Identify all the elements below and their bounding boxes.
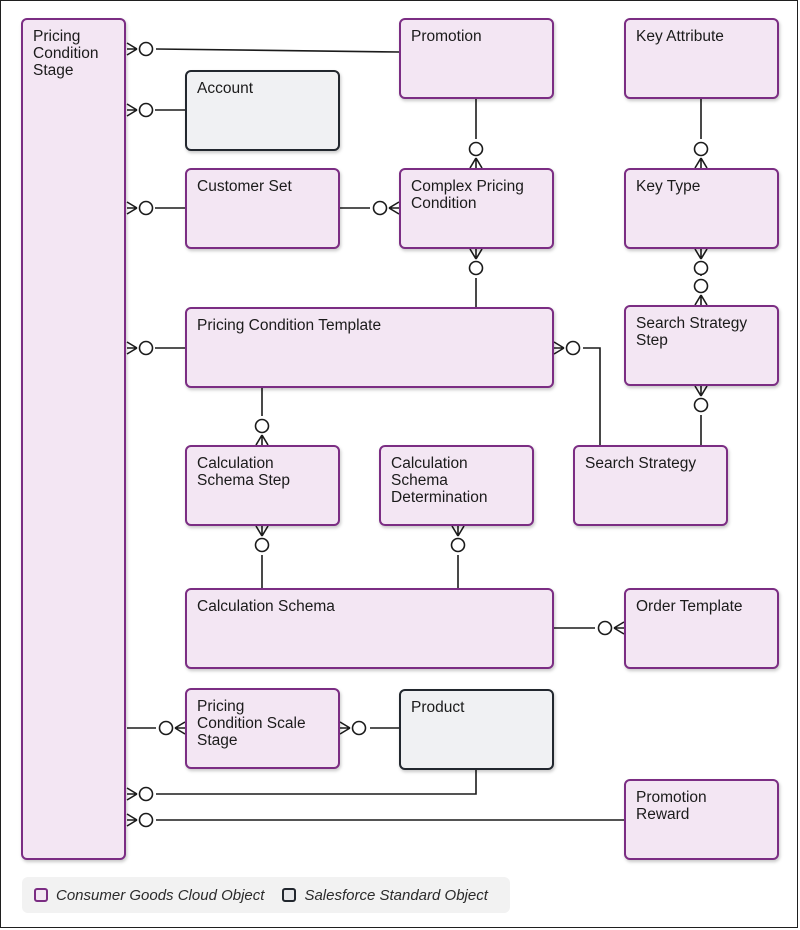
line-promotion-stage [155,48,400,53]
entity-pricing-condition-template[interactable]: Pricing Condition Template [185,307,554,388]
entity-pricing-condition-stage[interactable]: Pricing Condition Stage [21,18,126,860]
entity-customer-set[interactable]: Customer Set [185,168,340,249]
end-complex-promotion-crowsfoot [469,157,483,169]
entity-complex-pricing-condition[interactable]: Complex Pricing Condition [399,168,554,249]
legend-swatch-standard [282,888,297,902]
end-ssstep-keytype-crowsfoot [694,294,708,306]
legend-swatch-consumer-goods [34,888,48,902]
end-scalestage-stage-crowsfoot [174,721,186,735]
end-scalestage-product-crowsfoot [339,721,351,735]
entity-search-strategy-step[interactable]: Search Strategy Step [624,305,779,386]
legend-item-standard: Salesforce Standard Object [282,886,488,904]
end-complex-template-optional-marker [468,260,484,276]
end-csdet-schema-optional-marker [450,537,466,553]
entity-label: Search Strategy Step [636,315,748,349]
end-complex-template-crowsfoot [469,248,483,260]
end-stage-reward-crowsfoot [126,813,138,827]
end-template-searchstrategy-optional-marker [565,340,581,356]
entity-label: Pricing Condition Stage [33,28,99,79]
end-stage-template-optional-marker [138,340,154,356]
legend-label: Consumer Goods Cloud Object [56,886,265,904]
line-product-stage [156,770,477,795]
end-stage-customerset-crowsfoot [126,201,138,215]
end-stage-template-crowsfoot [126,341,138,355]
legend-item-consumer-goods: Consumer Goods Cloud Object [34,887,264,904]
end-keytype-ssstep-optional-marker [693,260,709,276]
entity-promotion[interactable]: Promotion [399,18,554,99]
end-template-searchstrategy-crowsfoot [553,341,565,355]
end-stage-reward-optional-marker [138,812,154,828]
legend-label: Salesforce Standard Object [304,886,488,904]
entity-order-template[interactable]: Order Template [624,588,779,669]
end-stage-account-crowsfoot [126,103,138,117]
end-ssstep-keytype-optional-marker [693,278,709,294]
entity-label: Calculation Schema Step [197,455,291,489]
entity-label: Customer Set [197,178,292,195]
end-csstep-schema-optional-marker [254,537,270,553]
entity-label: Key Type [636,178,701,195]
entity-account[interactable]: Account [185,70,340,151]
end-stage-customerset-optional-marker [138,200,154,216]
entity-label: Pricing Condition Template [197,317,382,334]
entity-key-type[interactable]: Key Type [624,168,779,249]
end-stage-product-crowsfoot [126,787,138,801]
entity-label: Calculation Schema Determination [391,455,488,506]
end-complex-promotion-optional-marker [468,141,484,157]
end-keytype-keyattr-optional-marker [693,141,709,157]
entity-calculation-schema-step[interactable]: Calculation Schema Step [185,445,340,526]
entity-label: Pricing Condition Scale Stage [197,698,306,749]
entity-promotion-reward[interactable]: Promotion Reward [624,779,779,860]
end-csdet-schema-crowsfoot [451,525,465,537]
end-ssstep-searchstrategy-crowsfoot [694,385,708,397]
end-scalestage-stage-optional-marker [158,720,174,736]
end-complex-customerset-optional-marker [372,200,388,216]
end-stage-promotion-optional-marker [138,41,154,57]
end-complex-customerset-crowsfoot [388,201,400,215]
end-csstep-template-optional-marker [254,418,270,434]
end-csstep-template-crowsfoot [255,434,269,446]
end-stage-account-optional-marker [138,102,154,118]
legend: Consumer Goods Cloud Object Salesforce S… [22,877,510,913]
entity-label: Search Strategy [585,455,697,472]
end-stage-promotion-crowsfoot [126,42,138,56]
end-ordertemplate-schema-optional-marker [597,620,613,636]
entity-label: Promotion [411,28,482,45]
entity-calculation-schema-determination[interactable]: Calculation Schema Determination [379,445,534,526]
line-searchstrategy-template [583,347,601,445]
end-keytype-ssstep-crowsfoot [694,248,708,260]
entity-pricing-condition-scale-stage[interactable]: Pricing Condition Scale Stage [185,688,340,769]
entity-label: Promotion Reward [636,789,707,823]
end-stage-product-optional-marker [138,786,154,802]
entity-label: Key Attribute [636,28,724,45]
entity-label: Account [197,80,254,97]
entity-key-attribute[interactable]: Key Attribute [624,18,779,99]
entity-label: Complex Pricing Condition [411,178,524,212]
end-ssstep-searchstrategy-optional-marker [693,397,709,413]
end-scalestage-product-optional-marker [351,720,367,736]
end-csstep-schema-crowsfoot [255,525,269,537]
end-ordertemplate-schema-crowsfoot [613,621,625,635]
end-keytype-keyattr-crowsfoot [694,157,708,169]
entity-product[interactable]: Product [399,689,554,770]
entity-label: Product [411,699,465,716]
entity-label: Calculation Schema [197,598,335,615]
entity-search-strategy[interactable]: Search Strategy [573,445,728,526]
entity-label: Order Template [636,598,743,615]
entity-calculation-schema[interactable]: Calculation Schema [185,588,554,669]
